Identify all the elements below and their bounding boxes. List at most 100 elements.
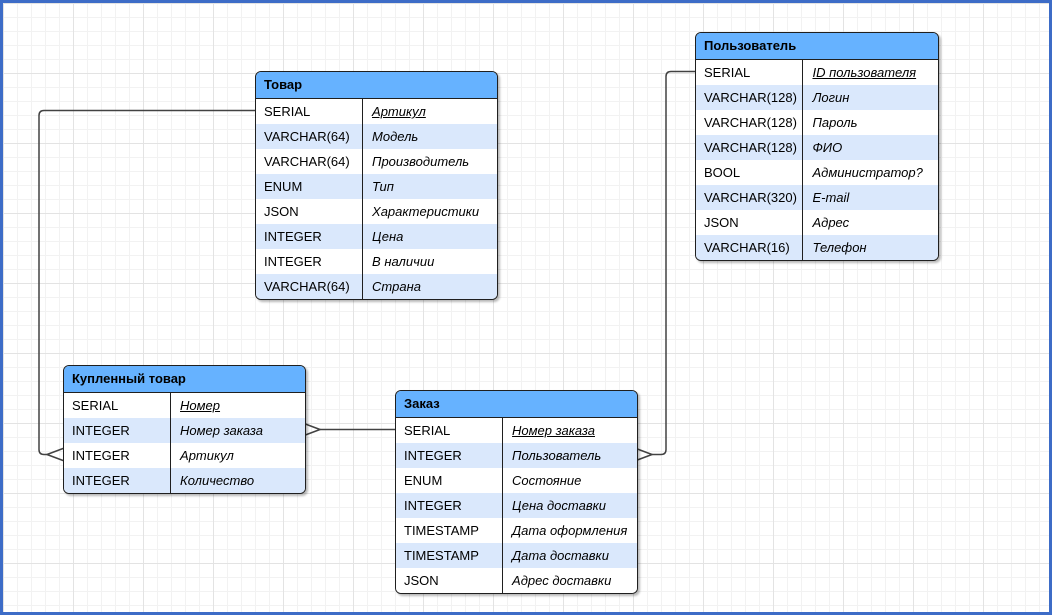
column-type-cell: VARCHAR(128) [704, 115, 797, 130]
connectors-layer [38, 70, 696, 462]
entity-table-polzovatel[interactable]: Пользователь SERIAL ID пользователя VARC… [695, 32, 939, 261]
column-type-cell: SERIAL [264, 104, 311, 119]
column-field-cell: Состояние [502, 468, 637, 493]
column-type-cell: BOOL [704, 165, 741, 180]
entity-table-tovar[interactable]: Товар SERIAL Артикул VARCHAR(64) Модель … [255, 71, 498, 300]
connector-zakaz-to-kuplennyi-tovar-open-arrow-icon [303, 422, 321, 437]
column-type-cell: VARCHAR(320) [704, 190, 797, 205]
column-type-cell: ENUM [404, 473, 443, 488]
table-row[interactable]: TIMESTAMP Дата оформления [396, 518, 637, 543]
table-row[interactable]: INTEGER В наличии [256, 249, 497, 274]
table-header[interactable]: Купленный товар [64, 366, 305, 393]
column-type-cell: JSON [404, 573, 439, 588]
column-type-cell: ENUM [264, 179, 303, 194]
column-field-cell: Номер заказа [502, 418, 637, 443]
connector-tovar-to-kuplennyi-tovar-open-arrow-icon [46, 447, 64, 462]
table-body: SERIAL Номер INTEGER Номер заказа INTEGE… [64, 393, 305, 493]
table-row[interactable]: SERIAL ID пользователя [696, 60, 938, 85]
table-title: Товар [264, 77, 303, 92]
table-row[interactable]: INTEGER Пользователь [396, 443, 637, 468]
connector-polzovatel-to-zakaz[interactable] [651, 70, 696, 456]
table-title: Купленный товар [72, 371, 186, 386]
column-type-cell: INTEGER [404, 448, 462, 463]
column-type-cell: TIMESTAMP [404, 548, 479, 563]
column-field-cell: Тип [362, 174, 497, 199]
table-header[interactable]: Товар [256, 72, 497, 99]
table-body: SERIAL ID пользователя VARCHAR(128) Логи… [696, 60, 938, 260]
column-type-cell: JSON [704, 215, 739, 230]
connector-polzovatel-to-zakaz-open-arrow-icon [635, 447, 653, 462]
column-type-cell: INTEGER [72, 423, 130, 438]
table-row[interactable]: VARCHAR(64) Страна [256, 274, 497, 299]
table-row[interactable]: INTEGER Артикул [64, 443, 305, 468]
table-title: Пользователь [704, 38, 797, 53]
column-field-cell: ID пользователя [802, 60, 938, 85]
column-field-cell: Пароль [802, 110, 938, 135]
column-field-cell: Модель [362, 124, 497, 149]
column-field-cell: Адрес доставки [502, 568, 637, 593]
column-field-cell: Артикул [362, 99, 497, 124]
column-field-cell: Номер [170, 393, 305, 418]
table-row[interactable]: SERIAL Артикул [256, 99, 497, 124]
table-row[interactable]: ENUM Состояние [396, 468, 637, 493]
table-row[interactable]: VARCHAR(320) E-mail [696, 185, 938, 210]
column-type-cell: INTEGER [264, 254, 322, 269]
column-field-cell: Пользователь [502, 443, 637, 468]
table-row[interactable]: TIMESTAMP Дата доставки [396, 543, 637, 568]
column-field-cell: Характеристики [362, 199, 497, 224]
table-row[interactable]: VARCHAR(128) Логин [696, 85, 938, 110]
column-type-cell: SERIAL [404, 423, 451, 438]
column-field-cell: Администратор? [802, 160, 938, 185]
table-header[interactable]: Пользователь [696, 33, 938, 60]
column-field-cell: Дата оформления [502, 518, 637, 543]
column-field-cell: Производитель [362, 149, 497, 174]
column-field-cell: Адрес [802, 210, 938, 235]
table-row[interactable]: VARCHAR(64) Производитель [256, 149, 497, 174]
table-row[interactable]: VARCHAR(128) Пароль [696, 110, 938, 135]
column-field-cell: ФИО [802, 135, 938, 160]
column-field-cell: Артикул [170, 443, 305, 468]
table-row[interactable]: VARCHAR(16) Телефон [696, 235, 938, 260]
column-field-cell: Телефон [802, 235, 938, 260]
column-type-cell: JSON [264, 204, 299, 219]
table-body: SERIAL Артикул VARCHAR(64) Модель VARCHA… [256, 99, 497, 299]
table-header[interactable]: Заказ [396, 391, 637, 418]
table-row[interactable]: INTEGER Количество [64, 468, 305, 493]
column-type-cell: VARCHAR(16) [704, 240, 790, 255]
table-row[interactable]: ENUM Тип [256, 174, 497, 199]
column-field-cell: В наличии [362, 249, 497, 274]
table-row[interactable]: VARCHAR(128) ФИО [696, 135, 938, 160]
table-row[interactable]: INTEGER Цена доставки [396, 493, 637, 518]
column-field-cell: Страна [362, 274, 497, 299]
table-row[interactable]: INTEGER Номер заказа [64, 418, 305, 443]
column-type-cell: TIMESTAMP [404, 523, 479, 538]
entity-table-zakaz[interactable]: Заказ SERIAL Номер заказа INTEGER Пользо… [395, 390, 638, 594]
column-type-cell: INTEGER [72, 448, 130, 463]
entity-table-kuplennyi-tovar[interactable]: Купленный товар SERIAL Номер INTEGER Ном… [63, 365, 306, 494]
column-field-cell: E-mail [802, 185, 938, 210]
column-field-cell: Цена доставки [502, 493, 637, 518]
table-row[interactable]: JSON Адрес доставки [396, 568, 637, 593]
column-type-cell: VARCHAR(64) [264, 279, 350, 294]
table-row[interactable]: SERIAL Номер [64, 393, 305, 418]
column-field-cell: Логин [802, 85, 938, 110]
column-type-cell: VARCHAR(64) [264, 129, 350, 144]
table-row[interactable]: SERIAL Номер заказа [396, 418, 637, 443]
column-type-cell: INTEGER [404, 498, 462, 513]
column-type-cell: VARCHAR(128) [704, 90, 797, 105]
table-row[interactable]: JSON Характеристики [256, 199, 497, 224]
table-body: SERIAL Номер заказа INTEGER Пользователь… [396, 418, 637, 593]
column-field-cell: Номер заказа [170, 418, 305, 443]
table-row[interactable]: BOOL Администратор? [696, 160, 938, 185]
column-type-cell: VARCHAR(128) [704, 140, 797, 155]
table-row[interactable]: INTEGER Цена [256, 224, 497, 249]
column-field-cell: Цена [362, 224, 497, 249]
connector-tovar-to-kuplennyi-tovar[interactable] [38, 109, 256, 456]
table-row[interactable]: JSON Адрес [696, 210, 938, 235]
column-type-cell: VARCHAR(64) [264, 154, 350, 169]
table-row[interactable]: VARCHAR(64) Модель [256, 124, 497, 149]
column-type-cell: SERIAL [704, 65, 751, 80]
column-type-cell: SERIAL [72, 398, 119, 413]
column-field-cell: Дата доставки [502, 543, 637, 568]
